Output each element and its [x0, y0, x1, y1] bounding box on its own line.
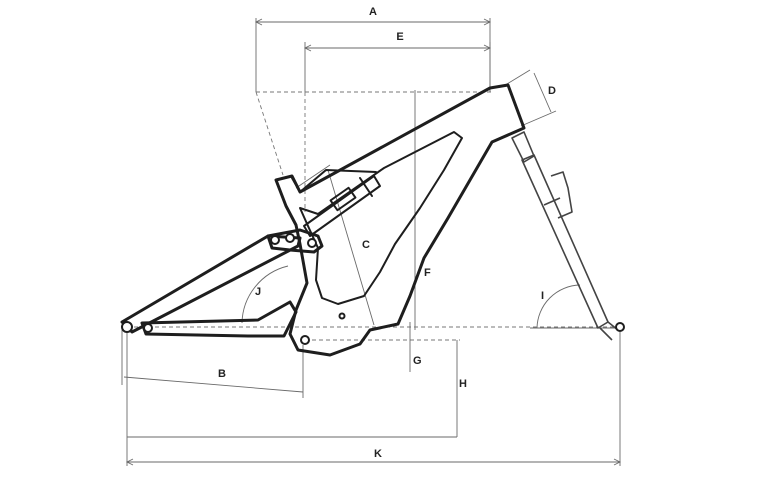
label-d: D — [548, 85, 556, 97]
suspension-fork — [511, 131, 619, 341]
rear-axle — [121, 321, 133, 333]
label-e: E — [396, 31, 403, 43]
dimension-a — [254, 18, 492, 92]
label-c: C — [362, 239, 370, 251]
head-angle-arc-i — [536, 284, 581, 329]
dimension-b — [121, 330, 304, 398]
label-b: B — [218, 368, 226, 380]
dimension-e — [303, 42, 492, 92]
front-triangle-cutout — [299, 131, 463, 305]
rocker-pivot-3 — [307, 238, 317, 248]
seat-tube-reference-line — [255, 91, 284, 176]
rocker-link — [266, 228, 324, 254]
seat-stay — [120, 234, 302, 334]
label-j: J — [255, 286, 261, 298]
front-axle — [615, 322, 625, 332]
dimension-k — [125, 332, 622, 466]
rocker-pivot-2 — [285, 233, 295, 243]
chainstay-pivot — [143, 323, 153, 333]
rocker-pivot-1 — [270, 235, 280, 245]
seat-tube-notch — [291, 169, 377, 193]
bottom-bracket — [300, 335, 310, 345]
seat-angle-arc-j — [241, 265, 289, 324]
label-g: G — [413, 355, 422, 367]
label-i: I — [541, 290, 544, 302]
chain-stay — [140, 300, 298, 338]
frame-bolt — [338, 312, 346, 320]
main-frame-outline — [274, 83, 526, 357]
label-k: K — [374, 448, 382, 460]
label-f: F — [424, 267, 431, 279]
dimension-d — [501, 69, 557, 127]
label-a: A — [369, 6, 377, 18]
label-h: H — [459, 378, 467, 390]
